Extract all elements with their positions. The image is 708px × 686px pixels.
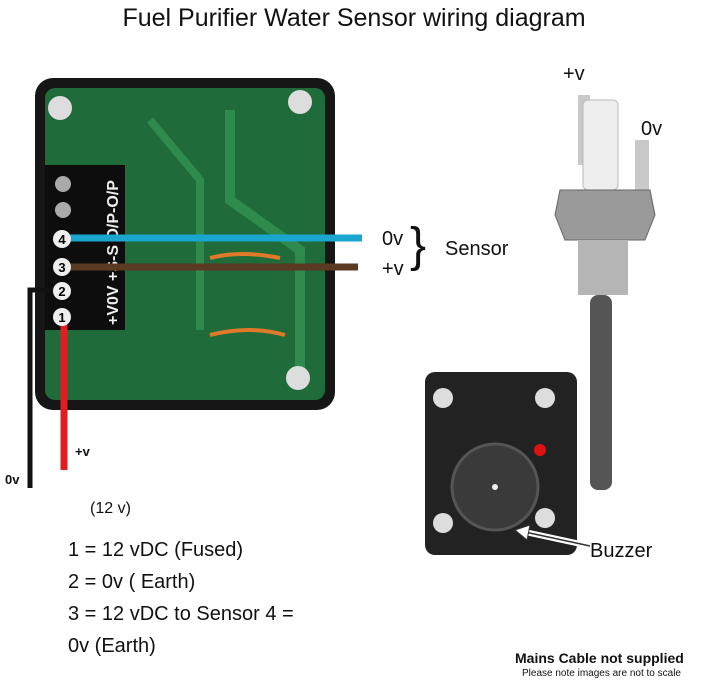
- terminal-1: 1: [58, 310, 65, 325]
- voltage-label: (12 v): [90, 500, 131, 517]
- terminal-4: 4: [58, 232, 66, 247]
- scale-note: Please note images are not to scale: [522, 668, 681, 679]
- legend-line-2: 2 = 0v ( Earth): [68, 571, 196, 593]
- sensor-label: Sensor: [445, 238, 509, 260]
- terminal-markings: +V0V +S-S O/P-O/P: [105, 180, 122, 325]
- brace: }: [410, 219, 427, 272]
- legend-line-4: 0v (Earth): [68, 635, 156, 657]
- terminal-2: 2: [58, 284, 65, 299]
- legend-line-1: 1 = 12 vDC (Fused): [68, 539, 244, 561]
- diagram-title: Fuel Purifier Water Sensor wiring diagra…: [122, 4, 586, 32]
- legend-line-3: 3 = 12 vDC to Sensor 4 =: [68, 603, 294, 625]
- probe-0v-label: 0v: [641, 118, 663, 140]
- buzzer-label: Buzzer: [590, 540, 653, 562]
- black-wire-label: 0v: [5, 472, 20, 487]
- sensor-plus-label: +v: [382, 258, 404, 280]
- probe-plus-label: +v: [563, 63, 585, 85]
- black-wire: [27, 287, 58, 488]
- red-wire-label: +v: [75, 444, 90, 459]
- sensor-0v-label: 0v: [382, 228, 404, 250]
- controller-board: +V0V +S-S O/P-O/P: [35, 78, 335, 410]
- terminal-3: 3: [58, 260, 65, 275]
- buzzer-unit: [425, 372, 577, 555]
- mains-cable-note: Mains Cable not supplied: [515, 650, 684, 666]
- sensor-probe: [554, 95, 656, 490]
